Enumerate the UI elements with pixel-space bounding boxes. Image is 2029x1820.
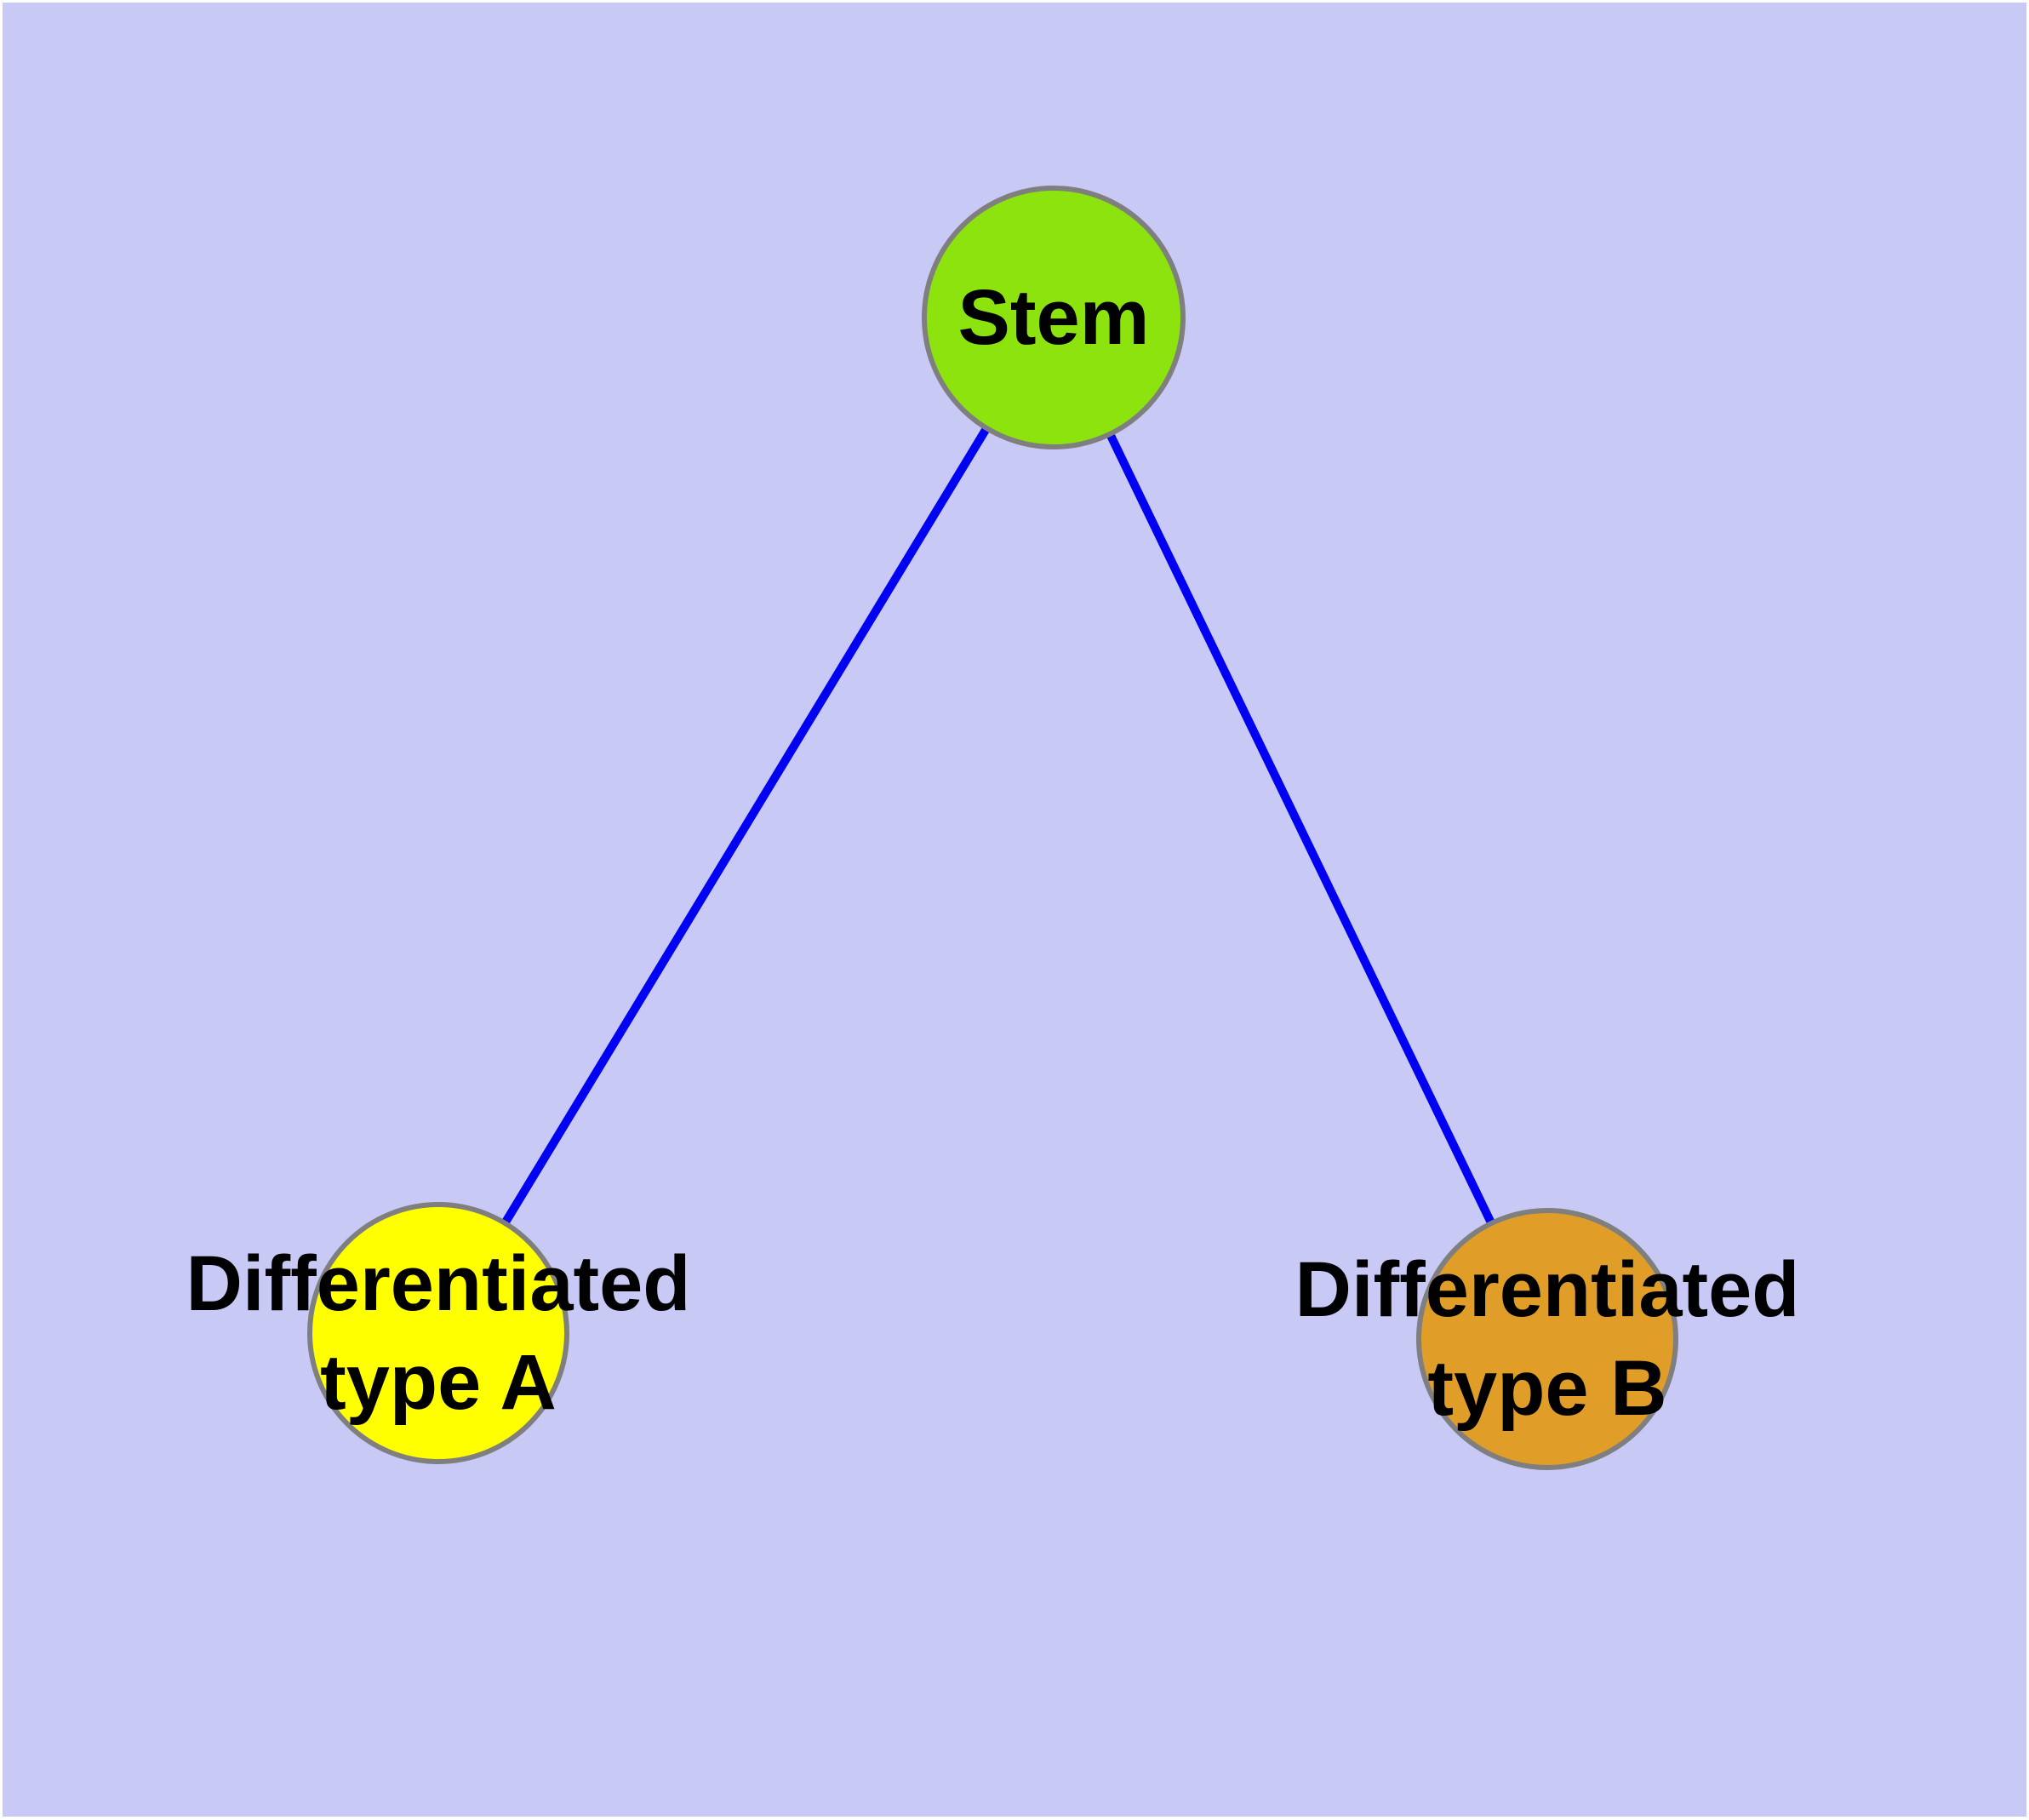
edge-stem-to-type-a xyxy=(434,315,1058,1336)
edge-stem-to-type-b xyxy=(1049,315,1552,1342)
label-type-a-line1: Differentiated xyxy=(186,1240,691,1327)
node-differentiated-type-a xyxy=(307,1202,569,1464)
node-stem xyxy=(922,186,1186,449)
label-type-b-line2: type B xyxy=(1427,1345,1666,1432)
label-stem: Stem xyxy=(958,274,1150,361)
node-differentiated-type-b xyxy=(1416,1208,1678,1470)
label-type-a-line2: type A xyxy=(320,1339,557,1426)
label-type-b-line1: Differentiated xyxy=(1295,1246,1800,1333)
